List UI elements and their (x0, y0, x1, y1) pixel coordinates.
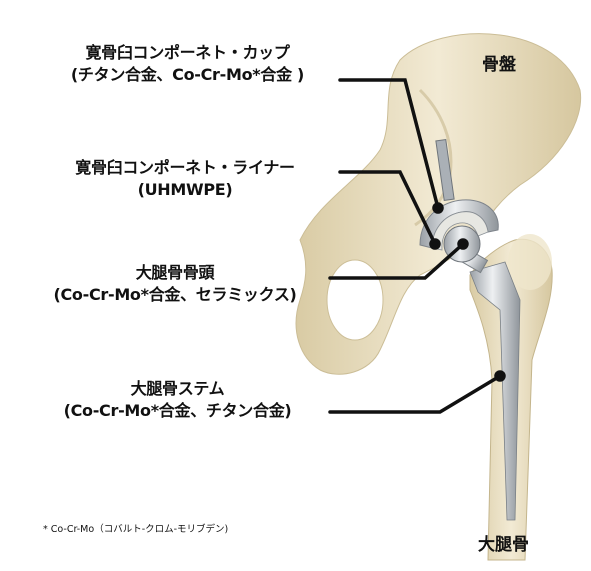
cup-label-name: 寛骨臼コンポーネト・カップ (40, 42, 335, 64)
pelvis-label: 骨盤 (482, 50, 516, 75)
stem-label: 大腿骨ステム (Co-Cr-Mo*合金、チタン合金) (25, 378, 330, 422)
liner-label-name: 寛骨臼コンポーネト・ライナー (30, 157, 340, 179)
stem-label-name: 大腿骨ステム (25, 378, 330, 400)
footnote: * Co-Cr-Mo（コバルト-クロム-モリブデン) (43, 521, 228, 535)
head-leader-dot (459, 240, 467, 248)
liner-label: 寛骨臼コンポーネト・ライナー (UHMWPE) (30, 157, 340, 201)
femur-label: 大腿骨 (478, 530, 529, 555)
obturator-foramen (327, 260, 383, 340)
stem-leader-dot (496, 372, 504, 380)
greater-trochanter (508, 234, 552, 290)
cup-leader-dot (434, 204, 442, 212)
head-label: 大腿骨骨頭 (Co-Cr-Mo*合金、セラミックス) (20, 262, 330, 306)
head-label-material: (Co-Cr-Mo*合金、セラミックス) (20, 284, 330, 306)
head-label-name: 大腿骨骨頭 (20, 262, 330, 284)
cup-label: 寛骨臼コンポーネト・カップ (チタン合金、Co-Cr-Mo*合金 ) (40, 42, 335, 86)
liner-leader-dot (431, 240, 439, 248)
stem-leader-line (330, 376, 500, 412)
cup-label-material: (チタン合金、Co-Cr-Mo*合金 ) (40, 64, 335, 86)
liner-label-material: (UHMWPE) (30, 179, 340, 201)
stem-label-material: (Co-Cr-Mo*合金、チタン合金) (25, 400, 330, 422)
